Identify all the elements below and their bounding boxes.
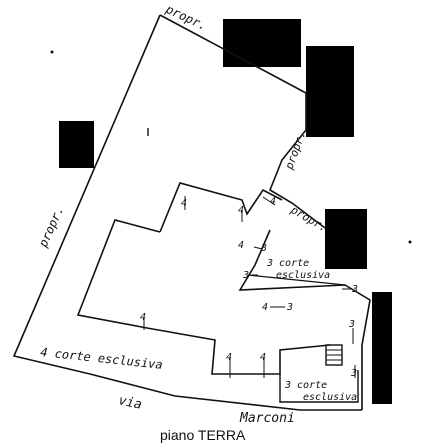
mark-4: 4: [238, 205, 244, 216]
label-via: via: [117, 393, 143, 413]
redaction-block: [59, 121, 94, 168]
label-corte-lower-2: esclusiva: [303, 392, 357, 403]
building-outline-left: [76, 219, 331, 375]
mark-3: 3: [286, 302, 293, 313]
courtyard-divider: [247, 274, 346, 286]
redaction-block: [325, 209, 367, 269]
mark-4: 4: [226, 352, 232, 363]
redaction-block: [372, 292, 392, 404]
label-corte-inner-1: 3 corte: [266, 258, 309, 269]
mark-4: 4: [140, 312, 146, 323]
mark-4: 4: [260, 352, 266, 363]
left-boundary: [12, 14, 362, 411]
label-street-name: Marconi: [239, 411, 295, 426]
mark-3: 3: [242, 270, 249, 281]
mark-4: 4: [270, 196, 276, 207]
mark-4: 4: [262, 302, 268, 313]
mark-3: 3: [348, 319, 355, 330]
mark-3: 3: [260, 243, 267, 254]
courtyard-lower: [279, 370, 359, 403]
mark-3: 3: [351, 284, 358, 295]
mark-4: 4: [238, 240, 244, 251]
redaction-block: [306, 46, 354, 137]
redaction-block: [223, 19, 301, 67]
mark-3: 3: [350, 368, 357, 379]
mark-4: 4: [181, 198, 187, 209]
label-corte-left: 4 corte esclusiva: [40, 345, 164, 372]
label-corte-lower-1: 3 corte: [284, 380, 327, 391]
building-outline: [159, 182, 283, 233]
label-corte-inner-2: esclusiva: [276, 270, 330, 281]
label-propr-right-1: propr.: [282, 129, 308, 172]
outer-boundary: [159, 14, 326, 229]
label-propr-right-2: propr.: [288, 203, 330, 235]
plan-caption: piano TERRA: [160, 427, 246, 443]
